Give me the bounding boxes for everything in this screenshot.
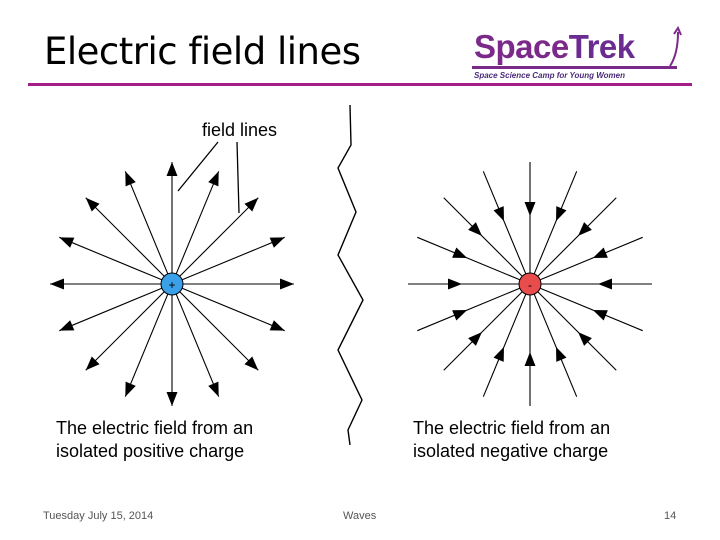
positive-field-arrowhead xyxy=(280,278,294,290)
negative-field-arrowhead xyxy=(448,278,462,290)
positive-charge-ball xyxy=(160,272,184,296)
positive-field-line xyxy=(181,236,285,281)
positive-field-arrowhead xyxy=(269,237,285,248)
logo-wordmark: SpaceTrek xyxy=(474,28,635,66)
positive-field-arrowhead xyxy=(125,171,136,187)
negative-field-arrowhead xyxy=(556,346,567,362)
positive-field-line xyxy=(124,293,169,397)
negative-field-arrowhead xyxy=(592,247,608,258)
negative-field-line xyxy=(539,236,643,281)
logo-swoosh-icon xyxy=(669,26,682,67)
negative-field-line xyxy=(533,171,578,275)
page-number: 14 xyxy=(664,510,677,522)
negative-field-arrowhead xyxy=(493,206,504,222)
field-lines-label: field lines xyxy=(202,120,277,140)
negative-field-line xyxy=(443,291,523,371)
title-divider xyxy=(28,83,692,86)
positive-field-line xyxy=(59,236,163,281)
positive-caption-line1: The electric field from an xyxy=(56,418,254,438)
positive-field-line xyxy=(179,291,259,371)
positive-caption: The electric field from an isolated posi… xyxy=(56,417,253,463)
positive-field-arrowhead xyxy=(208,381,219,397)
positive-field-arrowhead xyxy=(244,356,259,371)
positive-field-arrowhead xyxy=(269,320,285,331)
negative-field-arrowhead xyxy=(524,202,536,216)
logo-word-trek: Trek xyxy=(568,28,635,65)
positive-field-arrowhead xyxy=(244,197,259,212)
positive-field-line xyxy=(59,287,163,332)
positive-field-line xyxy=(85,291,165,371)
negative-field-arrowhead xyxy=(578,332,592,346)
negative-caption-line1: The electric field from an xyxy=(413,418,611,438)
positive-caption-line2: isolated positive charge xyxy=(56,441,245,461)
positive-field-line xyxy=(175,171,220,275)
positive-charge: + xyxy=(160,272,184,296)
negative-field-line xyxy=(417,236,521,281)
positive-field-line xyxy=(179,197,259,277)
negative-field-arrowhead xyxy=(598,278,612,290)
break-zigzag xyxy=(337,104,364,446)
negative-field-line xyxy=(482,293,527,397)
negative-field-arrowhead xyxy=(493,346,504,362)
negative-charge-symbol: - xyxy=(528,278,532,292)
positive-field-arrowhead xyxy=(59,320,75,331)
negative-field-arrowhead xyxy=(556,206,567,222)
positive-field-lines xyxy=(50,162,294,406)
positive-charge-symbol: + xyxy=(168,278,175,292)
negative-field-arrowhead xyxy=(468,332,482,346)
slide-title: Electric field lines xyxy=(44,30,361,73)
negative-field-arrowhead xyxy=(452,247,468,258)
positive-field-line xyxy=(85,197,165,277)
positive-field-line xyxy=(124,171,169,275)
negative-caption-line2: isolated negative charge xyxy=(413,441,609,461)
negative-field-line xyxy=(533,293,578,397)
positive-field-arrowhead xyxy=(208,171,219,187)
logo-word-space: Space xyxy=(474,28,569,65)
positive-field-arrowhead xyxy=(59,237,75,248)
negative-field-arrowhead xyxy=(468,222,482,236)
negative-field-line xyxy=(482,171,527,275)
positive-field-arrowhead xyxy=(50,278,64,290)
positive-field-arrowhead xyxy=(85,197,100,212)
negative-field-arrowhead xyxy=(524,352,536,366)
negative-field-line xyxy=(539,287,643,332)
positive-field-arrowhead xyxy=(125,381,136,397)
negative-charge: - xyxy=(518,272,542,296)
negative-field-line xyxy=(417,287,521,332)
footer-center: Waves xyxy=(343,510,377,522)
positive-field-line xyxy=(175,293,220,397)
callout-leader-2 xyxy=(236,141,240,214)
positive-field-arrowhead xyxy=(166,392,178,406)
callout-leader-1 xyxy=(177,141,219,192)
field-lines-callout: field lines xyxy=(177,120,277,214)
negative-field-line xyxy=(537,291,617,371)
negative-field-line xyxy=(443,197,523,277)
footer-date: Tuesday July 15, 2014 xyxy=(43,510,154,522)
positive-field-arrowhead xyxy=(85,356,100,371)
negative-caption: The electric field from an isolated nega… xyxy=(413,417,610,463)
negative-field-arrowhead xyxy=(578,222,592,236)
positive-field-arrowhead xyxy=(166,162,178,176)
positive-field-line xyxy=(181,287,285,332)
logo-tagline: Space Science Camp for Young Women xyxy=(474,71,625,80)
negative-field-arrowhead xyxy=(592,310,608,321)
negative-field-arrowhead xyxy=(452,310,468,321)
negative-field-line xyxy=(537,197,617,277)
negative-field-lines xyxy=(408,162,652,406)
negative-charge-ball xyxy=(518,272,542,296)
spacetrek-logo: SpaceTrek Space Science Camp for Young W… xyxy=(468,26,690,84)
logo-underline xyxy=(472,66,677,69)
